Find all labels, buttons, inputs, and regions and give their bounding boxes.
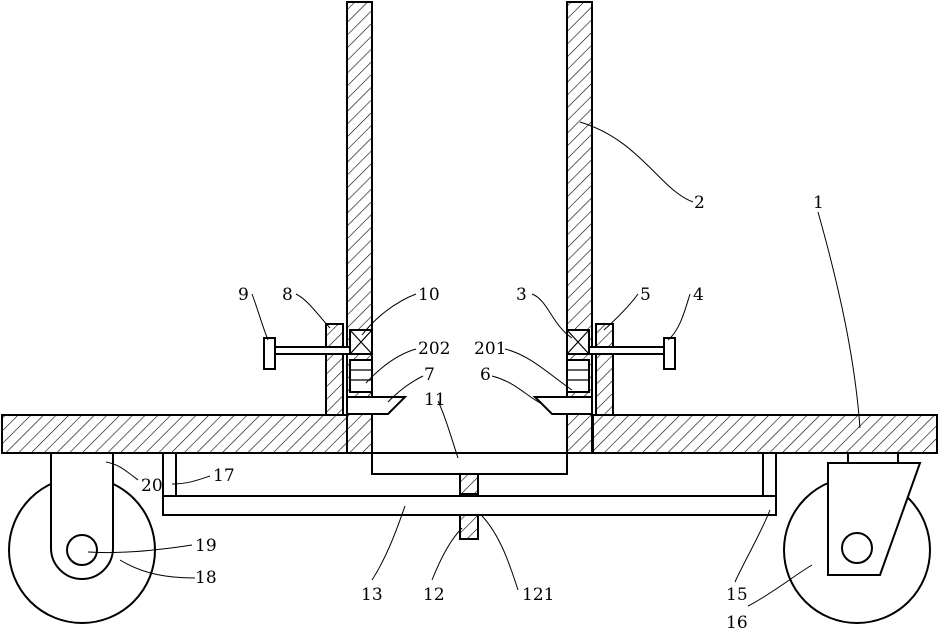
caster-right <box>784 453 930 623</box>
label-17: 17 <box>213 466 235 486</box>
label-3: 3 <box>516 285 527 305</box>
label-11: 11 <box>424 390 446 410</box>
wedge-7 <box>347 397 405 414</box>
leader-2 <box>580 122 693 202</box>
leader-202 <box>366 349 416 383</box>
label-13: 13 <box>361 585 383 605</box>
leader-15 <box>735 510 770 582</box>
label-202: 202 <box>418 339 450 359</box>
label-15: 15 <box>726 585 748 605</box>
label-6: 6 <box>480 365 491 385</box>
connector-121 <box>460 474 478 494</box>
leader-12 <box>432 528 462 580</box>
label-121: 121 <box>522 585 554 605</box>
leader-4 <box>668 294 690 340</box>
label-16: 16 <box>726 613 748 632</box>
label-8: 8 <box>282 285 293 305</box>
label-1: 1 <box>813 193 824 213</box>
label-5: 5 <box>640 285 651 305</box>
base-plate <box>2 415 347 453</box>
label-18: 18 <box>195 568 217 588</box>
guide-block-3 <box>567 330 589 354</box>
leader-13 <box>372 506 405 580</box>
leader-201 <box>505 349 572 390</box>
guide-block-10 <box>350 330 372 354</box>
leader-1 <box>818 212 860 428</box>
crossbar-13 <box>163 496 776 515</box>
label-19: 19 <box>195 536 217 556</box>
spring-202 <box>350 360 372 392</box>
label-12: 12 <box>423 585 445 605</box>
rod-12 <box>460 515 478 539</box>
spring-201 <box>567 360 589 392</box>
label-201: 201 <box>474 339 506 359</box>
base-plate-right <box>593 415 937 453</box>
block-5 <box>596 324 613 415</box>
label-10: 10 <box>418 285 440 305</box>
block-8 <box>326 324 343 415</box>
caster-left <box>9 453 155 623</box>
leader-6 <box>492 376 542 404</box>
label-20: 20 <box>141 476 163 496</box>
wedge-6 <box>535 397 592 414</box>
label-4: 4 <box>693 285 704 305</box>
label-2: 2 <box>694 193 705 213</box>
bottom-block-11 <box>372 453 567 474</box>
leader-8 <box>296 294 330 328</box>
leader-9 <box>252 294 268 340</box>
leader-17 <box>172 476 210 484</box>
label-7: 7 <box>424 365 435 385</box>
leader-121 <box>482 516 518 590</box>
label-9: 9 <box>238 285 249 305</box>
